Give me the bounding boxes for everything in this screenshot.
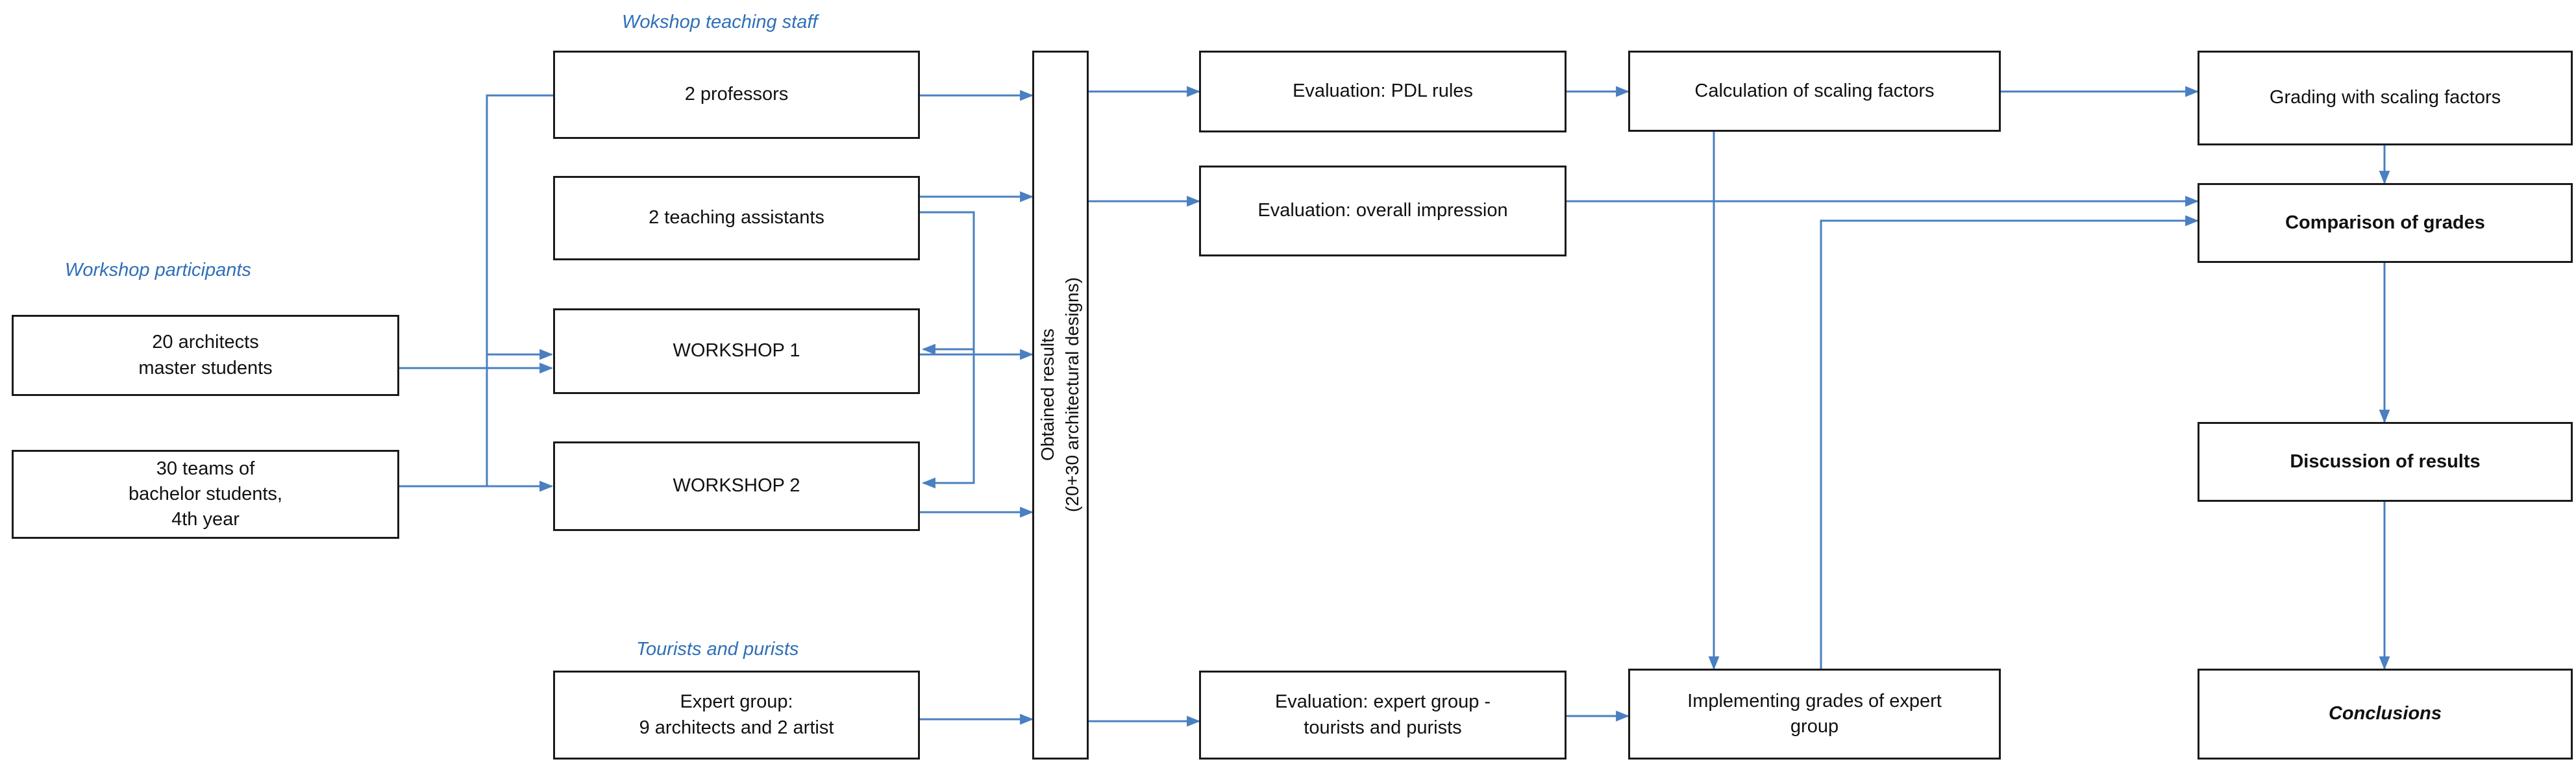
connector-professors-workshop1 <box>486 94 554 360</box>
box-conclusions: Conclusions <box>2198 669 2573 760</box>
box-architects-text: 20 architects master students <box>138 332 273 378</box>
box-bachelor-students: 30 teams of bachelor students, 4th year <box>12 450 399 539</box>
box-architects-master-students: 20 architects master students <box>12 315 399 396</box>
box-workshop-2-text: WORKSHOP 2 <box>673 475 800 497</box>
connector-professors-workshop2 <box>486 354 554 492</box>
box-comparison-text: Comparison of grades <box>2285 212 2485 233</box>
box-obtained-results <box>1032 51 1089 760</box>
box-implementing-text: Implementing grades of expert group <box>1687 690 1942 737</box>
connector-assistants-workshop1 <box>920 211 975 355</box>
box-eval-pdl-rules: Evaluation: PDL rules <box>1199 51 1567 132</box>
obtained-results-line-1: Obtained results <box>1037 328 1058 461</box>
box-implementing-grades: Implementing grades of expert group <box>1628 669 2001 760</box>
box-expert-group: Expert group: 9 architects and 2 artist <box>553 671 920 760</box>
group-label-tourists: Tourists and purists <box>636 639 799 660</box>
box-calc-text: Calculation of scaling factors <box>1694 80 1935 101</box>
box-discussion-text: Discussion of results <box>2290 451 2481 472</box>
box-workshop-1: WORKSHOP 1 <box>553 308 920 394</box>
box-comparison-of-grades: Comparison of grades <box>2198 183 2573 263</box>
box-grading-scaling-factors: Grading with scaling factors <box>2198 51 2573 145</box>
box-workshop-2: WORKSHOP 2 <box>553 441 920 531</box>
obtained-results-label: Obtained results (20+30 architectural de… <box>1035 277 1085 512</box>
box-workshop-1-text: WORKSHOP 1 <box>673 340 800 362</box>
connector-assistants-workshop2 <box>921 349 975 489</box>
box-discussion-of-results: Discussion of results <box>2198 422 2573 502</box>
box-professors: 2 professors <box>553 51 920 139</box>
connector-implementing-comparison <box>1820 215 2199 669</box>
group-label-participants: Workshop participants <box>65 260 251 280</box>
group-label-teaching-staff: Wokshop teaching staff <box>622 12 818 32</box>
box-professors-text: 2 professors <box>684 84 789 105</box>
box-eval-overall-text: Evaluation: overall impression <box>1257 200 1508 221</box>
box-conclusions-text: Conclusions <box>2328 703 2442 724</box>
box-eval-expert-text: Evaluation: expert group - tourists and … <box>1274 691 1491 738</box>
box-bachelor-text: 30 teams of bachelor students, 4th year <box>129 458 282 530</box>
obtained-results-line-2: (20+30 architectural designs) <box>1062 277 1082 512</box>
box-calculation-scaling-factors: Calculation of scaling factors <box>1628 51 2001 132</box>
box-teaching-assistants: 2 teaching assistants <box>553 176 920 260</box>
box-eval-expert-group: Evaluation: expert group - tourists and … <box>1199 671 1567 760</box>
box-grading-text: Grading with scaling factors <box>2269 87 2501 108</box>
box-expert-group-text: Expert group: 9 architects and 2 artist <box>639 691 834 738</box>
box-assistants-text: 2 teaching assistants <box>649 207 824 229</box>
box-eval-pdl-text: Evaluation: PDL rules <box>1293 80 1473 102</box>
box-eval-overall-impression: Evaluation: overall impression <box>1199 166 1567 256</box>
